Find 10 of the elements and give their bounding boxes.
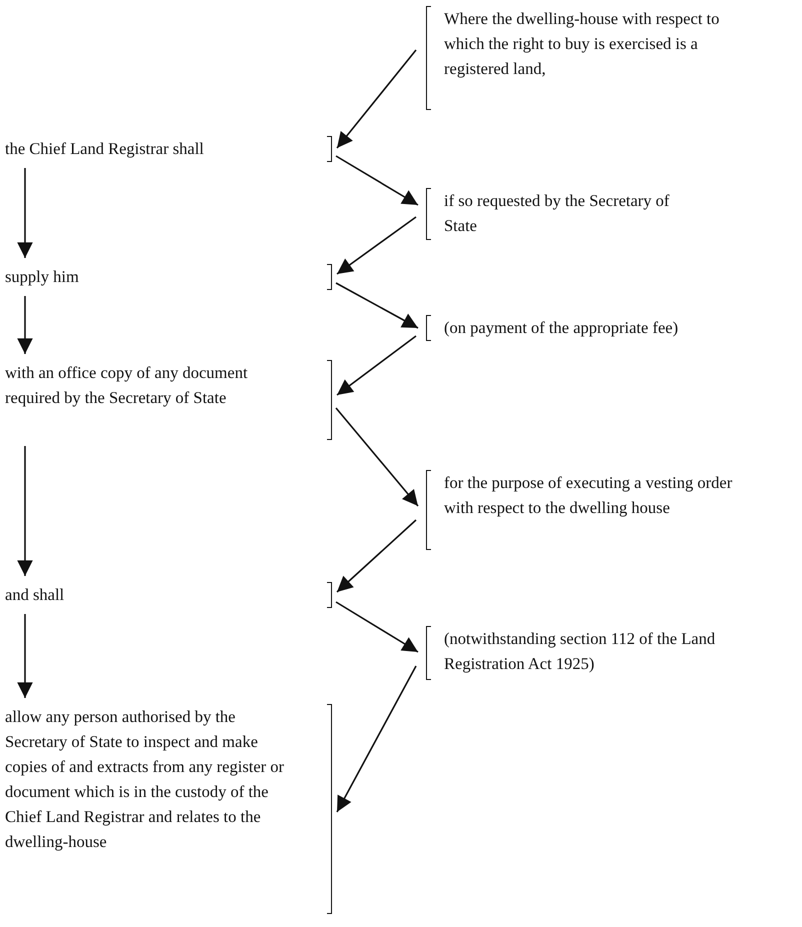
bracketed-clause: allow any person authorised by the Secretary of State to inspect and make copies of and extracts from any register or document which is in the custody of the Chief Land Registrar and relates to the dwelling-house [5, 704, 332, 914]
bracketed-clause: the Chief Land Registrar shall [5, 136, 332, 162]
bracketed-clause: with an office copy of any document required by the Secretary of State [5, 360, 332, 440]
bracketed-clause: and shall [5, 582, 332, 608]
bracketed-clause: Where the dwelling-house with respect to which the right to buy is exercised is a registered land, [426, 6, 756, 110]
bracketed-clause: if so requested by the Secretary of State [426, 188, 726, 240]
bracketed-clause: supply him [5, 264, 332, 290]
bracketed-clause: (on payment of the appropriate fee) [426, 315, 798, 341]
bracketed-clause: (notwithstanding section 112 of the Land Registration Act 1925) [426, 626, 776, 680]
bracketed-clause: for the purpose of executing a vesting order with respect to the dwelling house [426, 470, 766, 550]
